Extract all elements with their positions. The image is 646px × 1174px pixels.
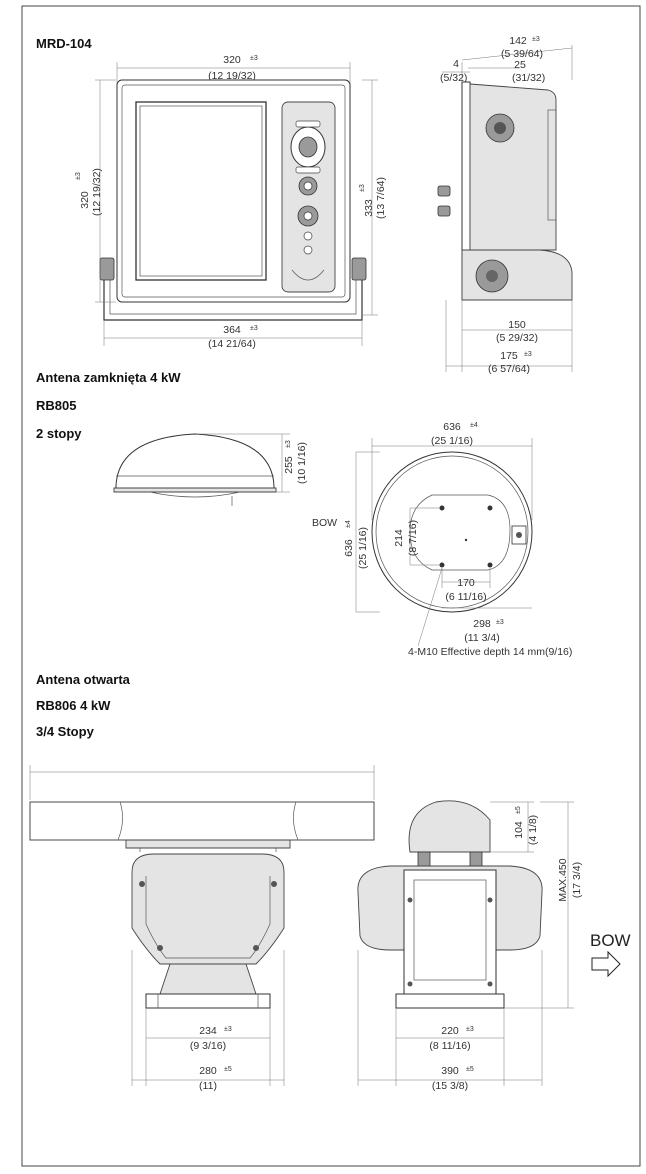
base-outer-inch: (11) (199, 1080, 217, 1092)
closed-antenna-model: RB805 (36, 398, 76, 413)
open-antenna-model: RB806 4 kW (36, 698, 111, 713)
side-depth-value: 142 (509, 35, 527, 47)
closed-antenna-size: 2 stopy (36, 426, 82, 441)
side-outer-tol: ±5 (466, 1066, 474, 1073)
front-height-value: 320 (79, 191, 91, 209)
open-array-front-view: 234 ±3 (9 3/16) 280 ±5 (11) (29, 765, 375, 1092)
display-screen (135, 101, 267, 281)
side-inner-value: 220 (441, 1025, 459, 1037)
side-outer-inch: (15 3/8) (432, 1080, 468, 1092)
closed-antenna-title: Antena zamknięta 4 kW (36, 370, 181, 385)
front-height-inch: (12 19/32) (91, 168, 103, 216)
bracket-width-value: 364 (223, 324, 241, 336)
base-outer-tol: ±5 (224, 1066, 232, 1073)
display-side-view: 142 ±3 (5 39/64) 25 (31/32) 4 (5/32) 150… (437, 35, 573, 375)
side-front-inch: (31/32) (512, 72, 545, 84)
radome-diameter-tol: ±4 (470, 422, 478, 429)
radome-side-inch: (25 1/16) (357, 527, 369, 569)
radome-diameter-inch: (25 1/16) (431, 435, 473, 447)
radome-side-value: 636 (343, 539, 355, 557)
top-height-inch: (4 1/8) (527, 815, 539, 845)
front-width-value: 320 (223, 54, 241, 66)
sheet-border (21, 5, 641, 1167)
open-array-side-view: 104 ±5 (4 1/8) MAX.450 (17 3/4) BOW 220 … (357, 800, 631, 1092)
side-bezel-value: 4 (453, 58, 459, 70)
max-height-value: MAX.450 (557, 858, 569, 901)
open-antenna-title: Antena otwarta (36, 672, 131, 687)
radome-offset-inch: (11 3/4) (464, 632, 499, 644)
radome-height-value: 255 (283, 456, 295, 474)
side-front-value: 25 (514, 59, 526, 71)
display-front-view: 320 ±3 (12 19/32) 320 ±3 (75, 54, 387, 350)
open-antenna-size: 3/4 Stopy (36, 724, 95, 739)
front-height-right-value: 333 (363, 199, 375, 217)
side-inner-inch: (8 11/16) (429, 1040, 470, 1052)
base-outer-value: 280 (199, 1065, 217, 1077)
side-total-tol: ±3 (524, 351, 532, 358)
front-height-right-tol: ±3 (359, 184, 366, 192)
bow-arrow-icon (591, 950, 621, 978)
radome-offset-value: 298 (473, 618, 491, 630)
mounting-note: 4-M10 Effective depth 14 mm(9/16) (408, 646, 572, 658)
radome-top-view: 636 ±4 (25 1/16) BOW ±4 636 (25 1/16) 21… (312, 421, 572, 658)
front-width-inch: (12 19/32) (208, 70, 256, 82)
bracket-width-inch: (14 21/64) (208, 338, 256, 350)
open-bow-label: BOW (590, 931, 631, 950)
mounting-bracket (103, 262, 363, 321)
side-inner-tol: ±3 (466, 1026, 474, 1033)
base-inner-inch: (9 3/16) (190, 1040, 226, 1052)
side-total-value: 175 (500, 350, 518, 362)
side-base-value: 150 (508, 319, 526, 331)
side-outer-value: 390 (441, 1065, 459, 1077)
base-inner-tol: ±3 (224, 1026, 232, 1033)
hole-spacing-h-inch: (6 11/16) (445, 591, 486, 603)
hole-spacing-v-value: 214 (393, 529, 405, 547)
top-height-value: 104 (513, 821, 525, 839)
hole-spacing-h-value: 170 (457, 577, 475, 589)
side-depth-tol: ±3 (532, 36, 540, 43)
bracket-width-tol: ±3 (250, 325, 258, 332)
side-bezel-inch: (5/32) (440, 72, 467, 84)
radome-bow-label: BOW (312, 517, 337, 529)
max-height-inch: (17 3/4) (571, 862, 583, 898)
side-depth-inch: (5 39/64) (501, 48, 543, 60)
front-width-tol: ±3 (250, 55, 258, 62)
svg-text:320: 320 (223, 54, 241, 66)
radome-offset-tol: ±3 (496, 619, 504, 626)
hole-spacing-v-inch: (8 7/16) (407, 520, 419, 556)
model-label: MRD-104 (36, 36, 92, 51)
top-height-tol: ±5 (515, 806, 522, 814)
front-height-tol: ±3 (75, 172, 82, 180)
radome-diameter-value: 636 (443, 421, 461, 433)
radome-side-tol: ±4 (345, 520, 352, 528)
radome-height-tol: ±3 (285, 440, 292, 448)
side-base-inch: (5 29/32) (496, 332, 538, 344)
radome-side-view: 255 ±3 (10 1/16) (113, 433, 308, 506)
radome-height-inch: (10 1/16) (296, 442, 308, 484)
side-total-inch: (6 57/64) (488, 363, 530, 375)
front-height-right-inch: (13 7/64) (375, 177, 387, 219)
base-inner-value: 234 (199, 1025, 217, 1037)
